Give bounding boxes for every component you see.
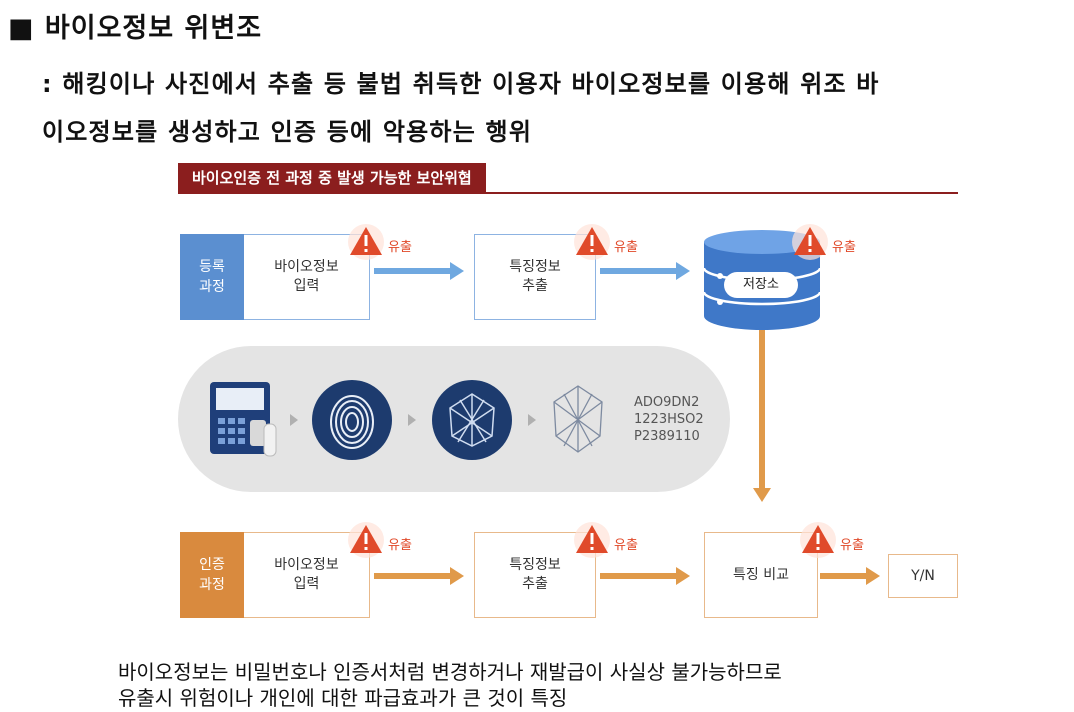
flow-step-arrow (290, 414, 298, 426)
page-title: ■ 바이오정보 위변조 (8, 13, 263, 44)
registration-bio-input-box: 바이오정보 입력 (244, 234, 370, 320)
flow-step-arrow (528, 414, 536, 426)
auth-step2-line2: 추출 (522, 576, 548, 592)
leak-label: 유출 (388, 240, 412, 255)
diagram-banner: 바이오인증 전 과정 중 발생 가능한 보안위협 (178, 163, 486, 193)
warning-icon (348, 224, 384, 260)
auth-arrow-1 (374, 567, 464, 585)
footer-line-2: 유출시 위험이나 개인에 대한 파급효과가 큰 것이 특징 (118, 686, 568, 710)
storage-to-compare-arrowhead (753, 488, 771, 502)
template-code-line1: ADO9DN2 (634, 395, 700, 410)
registration-feature-extract-box: 특징정보 추출 (474, 234, 596, 320)
warning-icon (574, 224, 610, 260)
auth-arrow-2 (600, 567, 690, 585)
authentication-label-line1: 인증 (199, 557, 225, 573)
leak-label: 유출 (832, 240, 856, 255)
storage-to-compare-arrow (759, 330, 765, 488)
reg-step2-line2: 추출 (522, 278, 548, 294)
fingerprint-scanner-icon (210, 382, 277, 457)
feature-network-icon (432, 380, 512, 460)
warning-icon (348, 522, 384, 558)
footer-line-1: 바이오정보는 비밀번호나 인증서처럼 변경하거나 재발급이 사실상 불가능하므로 (118, 660, 782, 684)
reg-step1-line1: 바이오정보 (274, 259, 339, 275)
warning-icon (792, 224, 828, 260)
reg-step1-line2: 입력 (293, 278, 320, 294)
leak-label: 유출 (614, 240, 638, 255)
leak-label: 유출 (388, 538, 412, 553)
leak-label: 유출 (840, 538, 864, 553)
feature-compare-label: 특징 비교 (733, 566, 789, 583)
banner-underline (178, 192, 958, 194)
feature-template-icon (553, 385, 603, 453)
auth-bio-input-box: 바이오정보 입력 (244, 532, 370, 618)
leak-label: 유출 (614, 538, 638, 553)
auth-step2-line1: 특징정보 (509, 557, 561, 573)
template-code-line3: P2389110 (634, 429, 700, 444)
auth-step1-line2: 입력 (293, 576, 320, 592)
storage-label: 저장소 (724, 272, 798, 298)
authentication-label-line2: 과정 (199, 577, 225, 593)
auth-arrow-3 (820, 567, 880, 585)
flow-step-arrow (408, 414, 416, 426)
result-label: Y/N (911, 567, 935, 584)
fingerprint-icon (312, 380, 392, 460)
reg-step2-line1: 특징정보 (509, 259, 561, 275)
template-code-line2: 1223HSO2 (634, 412, 704, 427)
reg-arrow-1 (374, 262, 464, 280)
registration-label-line2: 과정 (199, 279, 225, 295)
reg-arrow-2 (600, 262, 690, 280)
warning-icon (574, 522, 610, 558)
warning-icon (800, 522, 836, 558)
auth-step1-line1: 바이오정보 (274, 557, 339, 573)
description-line-1: : 해킹이나 사진에서 추출 등 불법 취득한 이용자 바이오정보를 이용해 위… (42, 70, 880, 98)
registration-label-line1: 등록 (199, 259, 225, 275)
result-box: Y/N (888, 554, 958, 598)
registration-process-label: 등록 과정 (180, 234, 244, 320)
authentication-process-label: 인증 과정 (180, 532, 244, 618)
description-line-2: 이오정보를 생성하고 인증 등에 악용하는 행위 (42, 118, 533, 146)
feature-compare-box: 특징 비교 (704, 532, 818, 618)
template-code: ADO9DN2 1223HSO2 P2389110 (634, 394, 704, 445)
